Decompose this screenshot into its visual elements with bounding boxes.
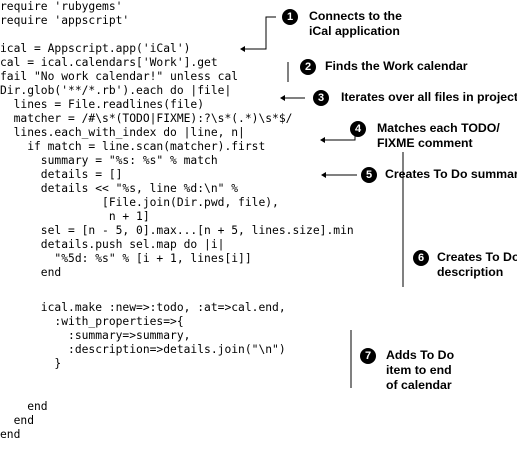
arrowhead-5 [321,172,326,178]
callout-marker-5: 5 [361,167,377,183]
code-line: } [0,357,62,370]
code-line: summary = "%s: %s" % match [0,154,218,167]
arrowhead-4 [320,137,325,143]
code-line: sel = [n - 5, 0].max...[n + 5, lines.siz… [0,224,354,237]
callout-text-2: Finds the Work calendar [325,59,468,73]
callout-text-4: Matches each TODO/ FIXME comment [377,121,500,150]
code-line: ical = Appscript.app('iCal') [0,42,191,55]
callout-connector-1 [245,16,276,50]
code-line: matcher = /#\s*(TODO|FIXME):?\s*(.*)\s*$… [0,112,293,125]
code-line: end [0,414,35,427]
callout-text-6: Creates To Do description [437,250,517,279]
code-line: details << "%s, line %d:\n" % [0,182,239,195]
callout-marker-7: 7 [360,348,376,364]
callout-marker-3: 3 [313,90,329,106]
code-line: require 'rubygems' [0,0,123,13]
callout-text-5: Creates To Do summary [385,167,517,181]
arrowhead-1 [240,46,245,52]
callout-text-3: Iterates over all files in project [341,90,517,104]
callout-text-7: Adds To Do item to end of calendar [386,348,455,392]
code-line: fail "No work calendar!" unless cal [0,70,239,83]
code-line: details.push sel.map do |i| [0,238,225,251]
callout-marker-6: 6 [413,250,429,266]
code-line: end [0,400,48,413]
code-line: n + 1] [0,210,150,223]
code-line: details = [] [0,168,123,181]
callout-marker-2: 2 [300,59,316,75]
arrowhead-3 [280,95,285,101]
code-line: lines.each_with_index do |line, n| [0,126,245,139]
callout-text-1: Connects to the iCal application [309,9,402,38]
code-line: end [0,428,21,441]
code-line: require 'appscript' [0,14,130,27]
code-line: "%5d: %s" % [i + 1, lines[i]] [0,252,252,265]
callout-marker-1: 1 [282,9,298,25]
code-line: Dir.glob('**/*.rb').each do |file| [0,84,232,97]
code-line: :summary=>summary, [0,329,191,342]
code-line: cal = ical.calendars['Work'].get [0,56,218,69]
code-line: lines = File.readlines(file) [0,98,205,111]
code-line: [File.join(Dir.pwd, file), [0,196,279,209]
code-line: :description=>details.join("\n") [0,343,286,356]
code-line: :with_properties=>{ [0,315,184,328]
callout-marker-4: 4 [350,121,366,137]
code-line: if match = line.scan(matcher).first [0,140,266,153]
code-line: ical.make :new=>:todo, :at=>cal.end, [0,301,286,314]
code-line: end [0,266,62,279]
